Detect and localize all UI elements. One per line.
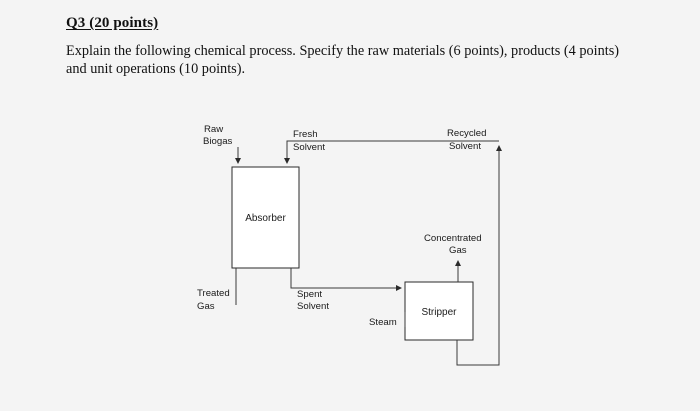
treated-gas-label-line1: Treated [197,288,230,299]
concentrated-gas-label-line1: Concentrated [424,233,482,244]
question-line-1: Explain the following chemical process. … [66,43,620,59]
spent-solvent-label-line1: Spent [297,289,322,300]
fresh-solvent-label-line2: Solvent [293,142,325,153]
raw-biogas-label-line2: Biogas [203,136,233,147]
recycled-solvent-label-line1: Recycled [447,128,486,139]
question-text: Explain the following chemical process. … [66,42,666,78]
question-heading: Q3 (20 points) [66,15,159,31]
raw-biogas-label-line1: Raw [204,124,223,135]
stripper-label: Stripper [421,307,457,318]
treated-gas-label-line2: Gas [197,301,215,312]
absorber-label: Absorber [245,213,286,224]
solvent-header-line [286,140,499,158]
stripper-box [404,281,474,341]
absorber-box [231,166,300,269]
spent-solvent-stream [290,268,402,291]
concentrated-gas-label-line2: Gas [449,245,467,256]
spent-solvent-label-line2: Solvent [297,301,329,312]
recycled-solvent-stream [456,145,502,366]
steam-label: Steam [369,317,397,328]
recycled-solvent-label-line2: Solvent [449,141,481,152]
question-line-2: and unit operations (10 points). [66,61,246,77]
fresh-solvent-label-line1: Fresh [293,129,318,140]
